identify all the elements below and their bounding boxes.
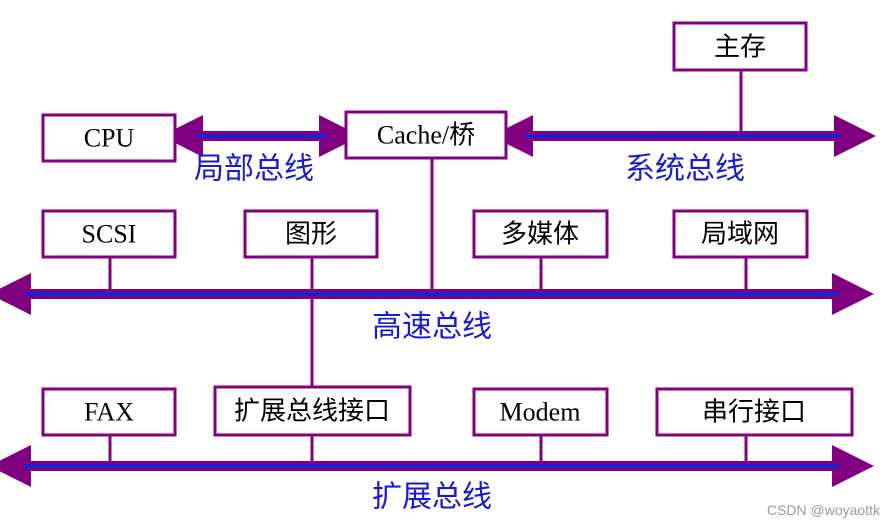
box-lan-label: 局域网 <box>701 220 779 249</box>
box-main-memory: 主存 <box>672 21 808 72</box>
local-bus-label: 局部总线 <box>194 152 314 187</box>
box-modem: Modem <box>472 387 609 437</box>
box-graphics-label: 图形 <box>285 220 337 249</box>
watermark: CSDN @woyaottk <box>767 502 881 518</box>
box-cpu-label: CPU <box>84 124 135 153</box>
box-cache-bridge-label: Cache/桥 <box>377 121 475 150</box>
box-multimedia: 多媒体 <box>472 209 609 259</box>
box-expansion-bus-interface-label: 扩展总线接口 <box>234 397 390 426</box>
box-serial-interface-label: 串行接口 <box>702 398 806 427</box>
box-cache-bridge: Cache/桥 <box>344 110 508 160</box>
box-expansion-bus-interface: 扩展总线接口 <box>213 385 412 437</box>
high-speed-bus-label: 高速总线 <box>372 310 492 345</box>
box-fax: FAX <box>41 387 177 437</box>
box-graphics: 图形 <box>243 209 379 259</box>
box-serial-interface: 串行接口 <box>655 387 854 437</box>
box-cpu: CPU <box>41 113 177 163</box>
box-scsi-label: SCSI <box>82 220 137 249</box>
box-lan: 局域网 <box>672 209 809 259</box>
box-fax-label: FAX <box>84 398 134 427</box>
box-main-memory-label: 主存 <box>714 33 766 62</box>
box-multimedia-label: 多媒体 <box>501 220 579 249</box>
box-scsi: SCSI <box>41 209 177 259</box>
system-bus-label: 系统总线 <box>625 152 745 187</box>
box-modem-label: Modem <box>500 398 581 427</box>
expansion-bus-label: 扩展总线 <box>372 480 492 515</box>
